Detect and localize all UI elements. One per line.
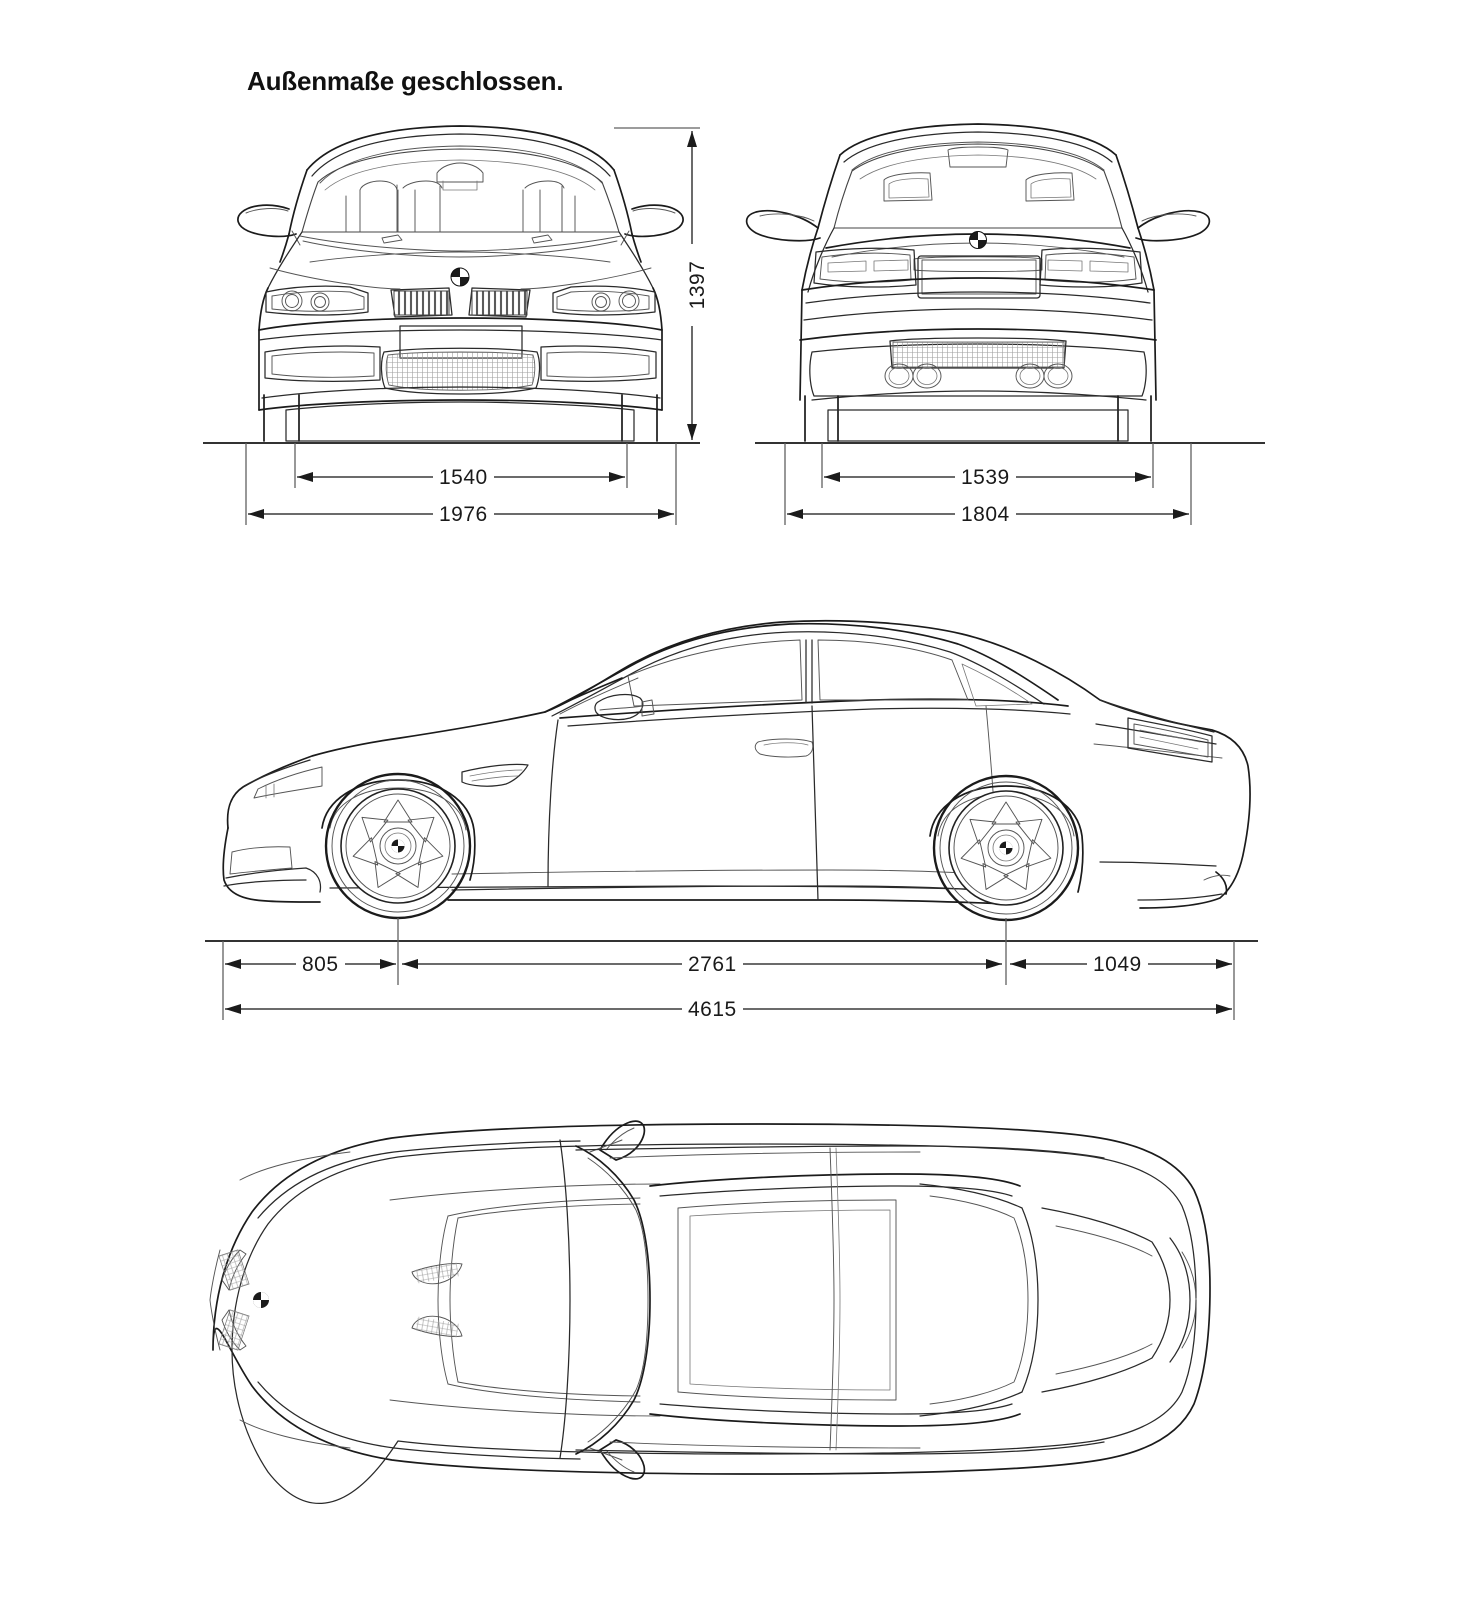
- rear-track-dimension-label: 1539: [955, 466, 1016, 490]
- overall-length-dimension-label: 4615: [682, 998, 743, 1022]
- wheelbase-dimension-label: 2761: [682, 953, 743, 977]
- side-view-drawing: [222, 619, 1251, 922]
- bmw-roundel-rear: [969, 231, 987, 249]
- bmw-roundel-front: [450, 267, 470, 287]
- height-dimension-label: 1397: [686, 244, 710, 326]
- page-title: Außenmaße geschlossen.: [247, 66, 564, 96]
- rear-view-drawing: [745, 123, 1211, 442]
- front-wheel: [324, 772, 472, 920]
- rear-overhang-dimension-label: 1049: [1087, 953, 1148, 977]
- front-view-drawing: [237, 125, 684, 442]
- front-track-dimension-label: 1540: [433, 466, 494, 490]
- rear-wheel: [932, 774, 1080, 922]
- top-view-drawing: [209, 1120, 1211, 1505]
- rear-width-dimension-label: 1804: [955, 503, 1016, 527]
- front-overhang-dimension-label: 805: [296, 953, 345, 977]
- bmw-roundel-top: [253, 1292, 269, 1308]
- front-width-dimension-label: 1976: [433, 503, 494, 527]
